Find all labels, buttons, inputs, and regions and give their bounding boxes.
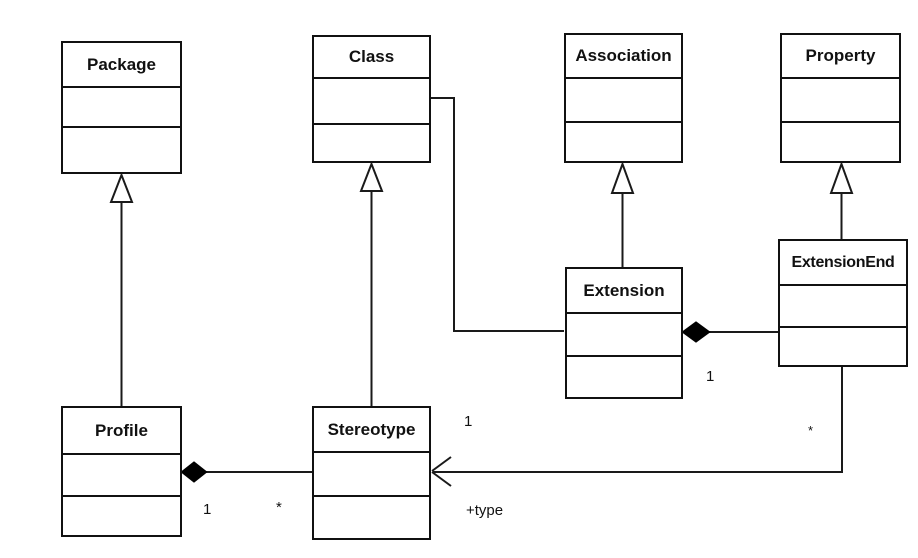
class-box-extensionend: ExtensionEnd: [778, 239, 908, 367]
multiplicity-stereotype-end: *: [276, 499, 282, 516]
class-name-property: Property: [782, 35, 899, 79]
operations-compartment: [63, 128, 180, 172]
class-name-association: Association: [566, 35, 681, 79]
class-box-extension: Extension: [565, 267, 683, 399]
operations-compartment: [314, 125, 429, 161]
multiplicity-type-extensionend-end: *: [808, 423, 814, 438]
multiplicity-type-stereotype-end: 1: [464, 413, 473, 430]
class-name-package: Package: [63, 43, 180, 88]
operations-compartment: [567, 357, 681, 397]
generalization-extension-association: [610, 161, 635, 267]
multiplicity-extension-extensionend: 1: [706, 368, 715, 385]
operations-compartment: [782, 123, 899, 161]
class-box-profile: Profile: [61, 406, 182, 537]
class-name-extensionend: ExtensionEnd: [780, 241, 906, 286]
generalization-profile-package: [109, 172, 134, 406]
class-box-class: Class: [312, 35, 431, 163]
attributes-compartment: [566, 79, 681, 123]
operations-compartment: [63, 497, 180, 535]
composition-extension-extensionend: [681, 321, 778, 343]
role-label-type: +type: [466, 502, 504, 519]
operations-compartment: [566, 123, 681, 161]
class-box-property: Property: [780, 33, 901, 163]
operations-compartment: [314, 497, 429, 538]
attributes-compartment: [567, 314, 681, 357]
attributes-compartment: [314, 79, 429, 125]
class-box-stereotype: Stereotype: [312, 406, 431, 540]
attributes-compartment: [63, 455, 180, 497]
association-class-extension: [431, 97, 564, 332]
multiplicity-profile-end: 1: [203, 501, 212, 518]
generalization-stereotype-class: [359, 161, 384, 406]
class-box-association: Association: [564, 33, 683, 163]
generalization-extensionend-property: [829, 161, 854, 239]
operations-compartment: [780, 328, 906, 365]
composition-profile-stereotype: [180, 461, 312, 483]
attributes-compartment: [314, 453, 429, 497]
class-name-class: Class: [314, 37, 429, 79]
attributes-compartment: [782, 79, 899, 123]
attributes-compartment: [780, 286, 906, 328]
class-name-stereotype: Stereotype: [314, 408, 429, 453]
attributes-compartment: [63, 88, 180, 128]
class-name-profile: Profile: [63, 408, 180, 455]
class-name-extension: Extension: [567, 269, 681, 314]
class-box-package: Package: [61, 41, 182, 174]
